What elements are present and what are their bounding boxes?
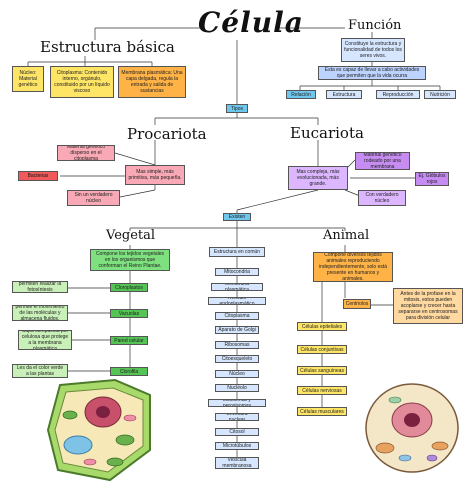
- animal-cell-item: Células conjuntivas: [297, 345, 347, 354]
- comun-item: Mitocondria: [215, 268, 259, 276]
- animal-cell-item: Células epiteliales: [297, 322, 347, 331]
- relacion-node: Relación: [286, 90, 316, 99]
- bacterias-node: Bacterias: [18, 171, 58, 181]
- vegetal-organelle-desc: Les da el color verde a las plantas: [12, 364, 68, 378]
- comun-item: Membrana plasmática: [211, 282, 263, 291]
- con-nucleo-node: Con verdadero núcleo: [358, 190, 406, 206]
- comun-item: Aparato de Golgi: [215, 326, 259, 334]
- animal-cell-item: Células sanguíneas: [297, 366, 347, 375]
- animal-cell-item: Células musculares: [297, 407, 347, 416]
- procariota-heading: Procariota: [127, 125, 207, 143]
- funcion-main-node: Constituye la estructura y funcionalidad…: [341, 38, 405, 62]
- vegetal-organelle-label: Cloroplastos: [110, 283, 148, 292]
- page-title: Célula: [198, 6, 304, 39]
- comun-item: Nucléolo: [215, 384, 259, 392]
- comun-item: Ribosomas: [215, 340, 259, 349]
- vegetal-organelle-desc: Capa compuesta por celulosa que protege …: [18, 330, 72, 350]
- animal-main-node: Compone diversos tejidos animales reprod…: [313, 252, 393, 282]
- comun-item: Microtúbulos: [215, 442, 259, 450]
- animal-heading: Animal: [323, 228, 370, 243]
- comun-item: Envoltura nuclear: [215, 413, 259, 421]
- tipos-node: Tipos: [226, 104, 248, 113]
- citoplasma-node: Citoplasma: Contenido interno, orgánulo,…: [50, 66, 114, 98]
- eucariota-heading: Eucariota: [290, 124, 364, 142]
- membrana-node: Membrana plasmática: Una capa delgada, r…: [118, 66, 186, 98]
- centriolos-node: Centriolos: [343, 299, 371, 309]
- nucleo-node: Núcleo: Material genético: [12, 66, 44, 92]
- eucariota-material-node: Material genético rodeado por una membra…: [355, 152, 410, 170]
- funcion-heading: Función: [348, 18, 402, 33]
- vegetal-organelle-desc: permiten realizar la fotosíntesis: [12, 281, 68, 293]
- vegetal-heading: Vegetal: [106, 228, 156, 243]
- comun-item: Vesícula membranosa: [215, 456, 259, 469]
- eucariota-compleja-node: Mas compleja, más evolucionada, más gran…: [288, 166, 348, 190]
- comun-heading-node: Estructura en común: [209, 247, 265, 257]
- comun-item: Citoplasma: [215, 311, 259, 320]
- vegetal-main-node: Compone los tejidos vegetales en los org…: [90, 249, 170, 271]
- vegetal-organelle-label: Pared celular: [110, 336, 148, 345]
- vegetal-organelle-desc: permite el movimiento de las moléculas y…: [12, 305, 68, 321]
- vegetal-organelle-label: Clorofila: [110, 367, 148, 376]
- vegetal-organelle-label: Vacuolas: [110, 309, 148, 318]
- animal-cell-illustration: [365, 383, 459, 473]
- comun-item: Lisosomas y peroxisomas: [208, 398, 266, 407]
- centriolos-desc-node: Antes de la profase en la mitosis, estos…: [393, 288, 463, 324]
- estructura-node: Estructura: [326, 90, 362, 99]
- nutricion-node: Nutrición: [424, 90, 456, 99]
- globulos-node: Ej. Glóbulos rojos: [415, 172, 449, 186]
- procariota-material-node: Material genético disperso en el citopla…: [57, 145, 115, 161]
- comun-item: Retículo endoplasmático: [208, 297, 266, 305]
- animal-cell-item: Células nerviosas: [297, 386, 347, 395]
- procariota-simple-node: Mas simple, más primitiva, más pequeña.: [125, 165, 185, 185]
- estructura-heading: Estructura básica: [40, 38, 175, 56]
- comun-item: Citoesqueleto: [215, 355, 259, 363]
- existen-node: Existen: [223, 213, 251, 221]
- comun-item: Citosol: [215, 427, 259, 436]
- plant-cell-illustration: [46, 378, 151, 482]
- comun-item: Núcleo: [215, 369, 259, 378]
- funcion-capaz-node: Esta es capaz de llevar a cabo actividad…: [318, 66, 426, 80]
- sin-nucleo-node: Sin un verdadero núcleo: [67, 190, 120, 206]
- reproduccion-node: Reproducción: [376, 90, 420, 99]
